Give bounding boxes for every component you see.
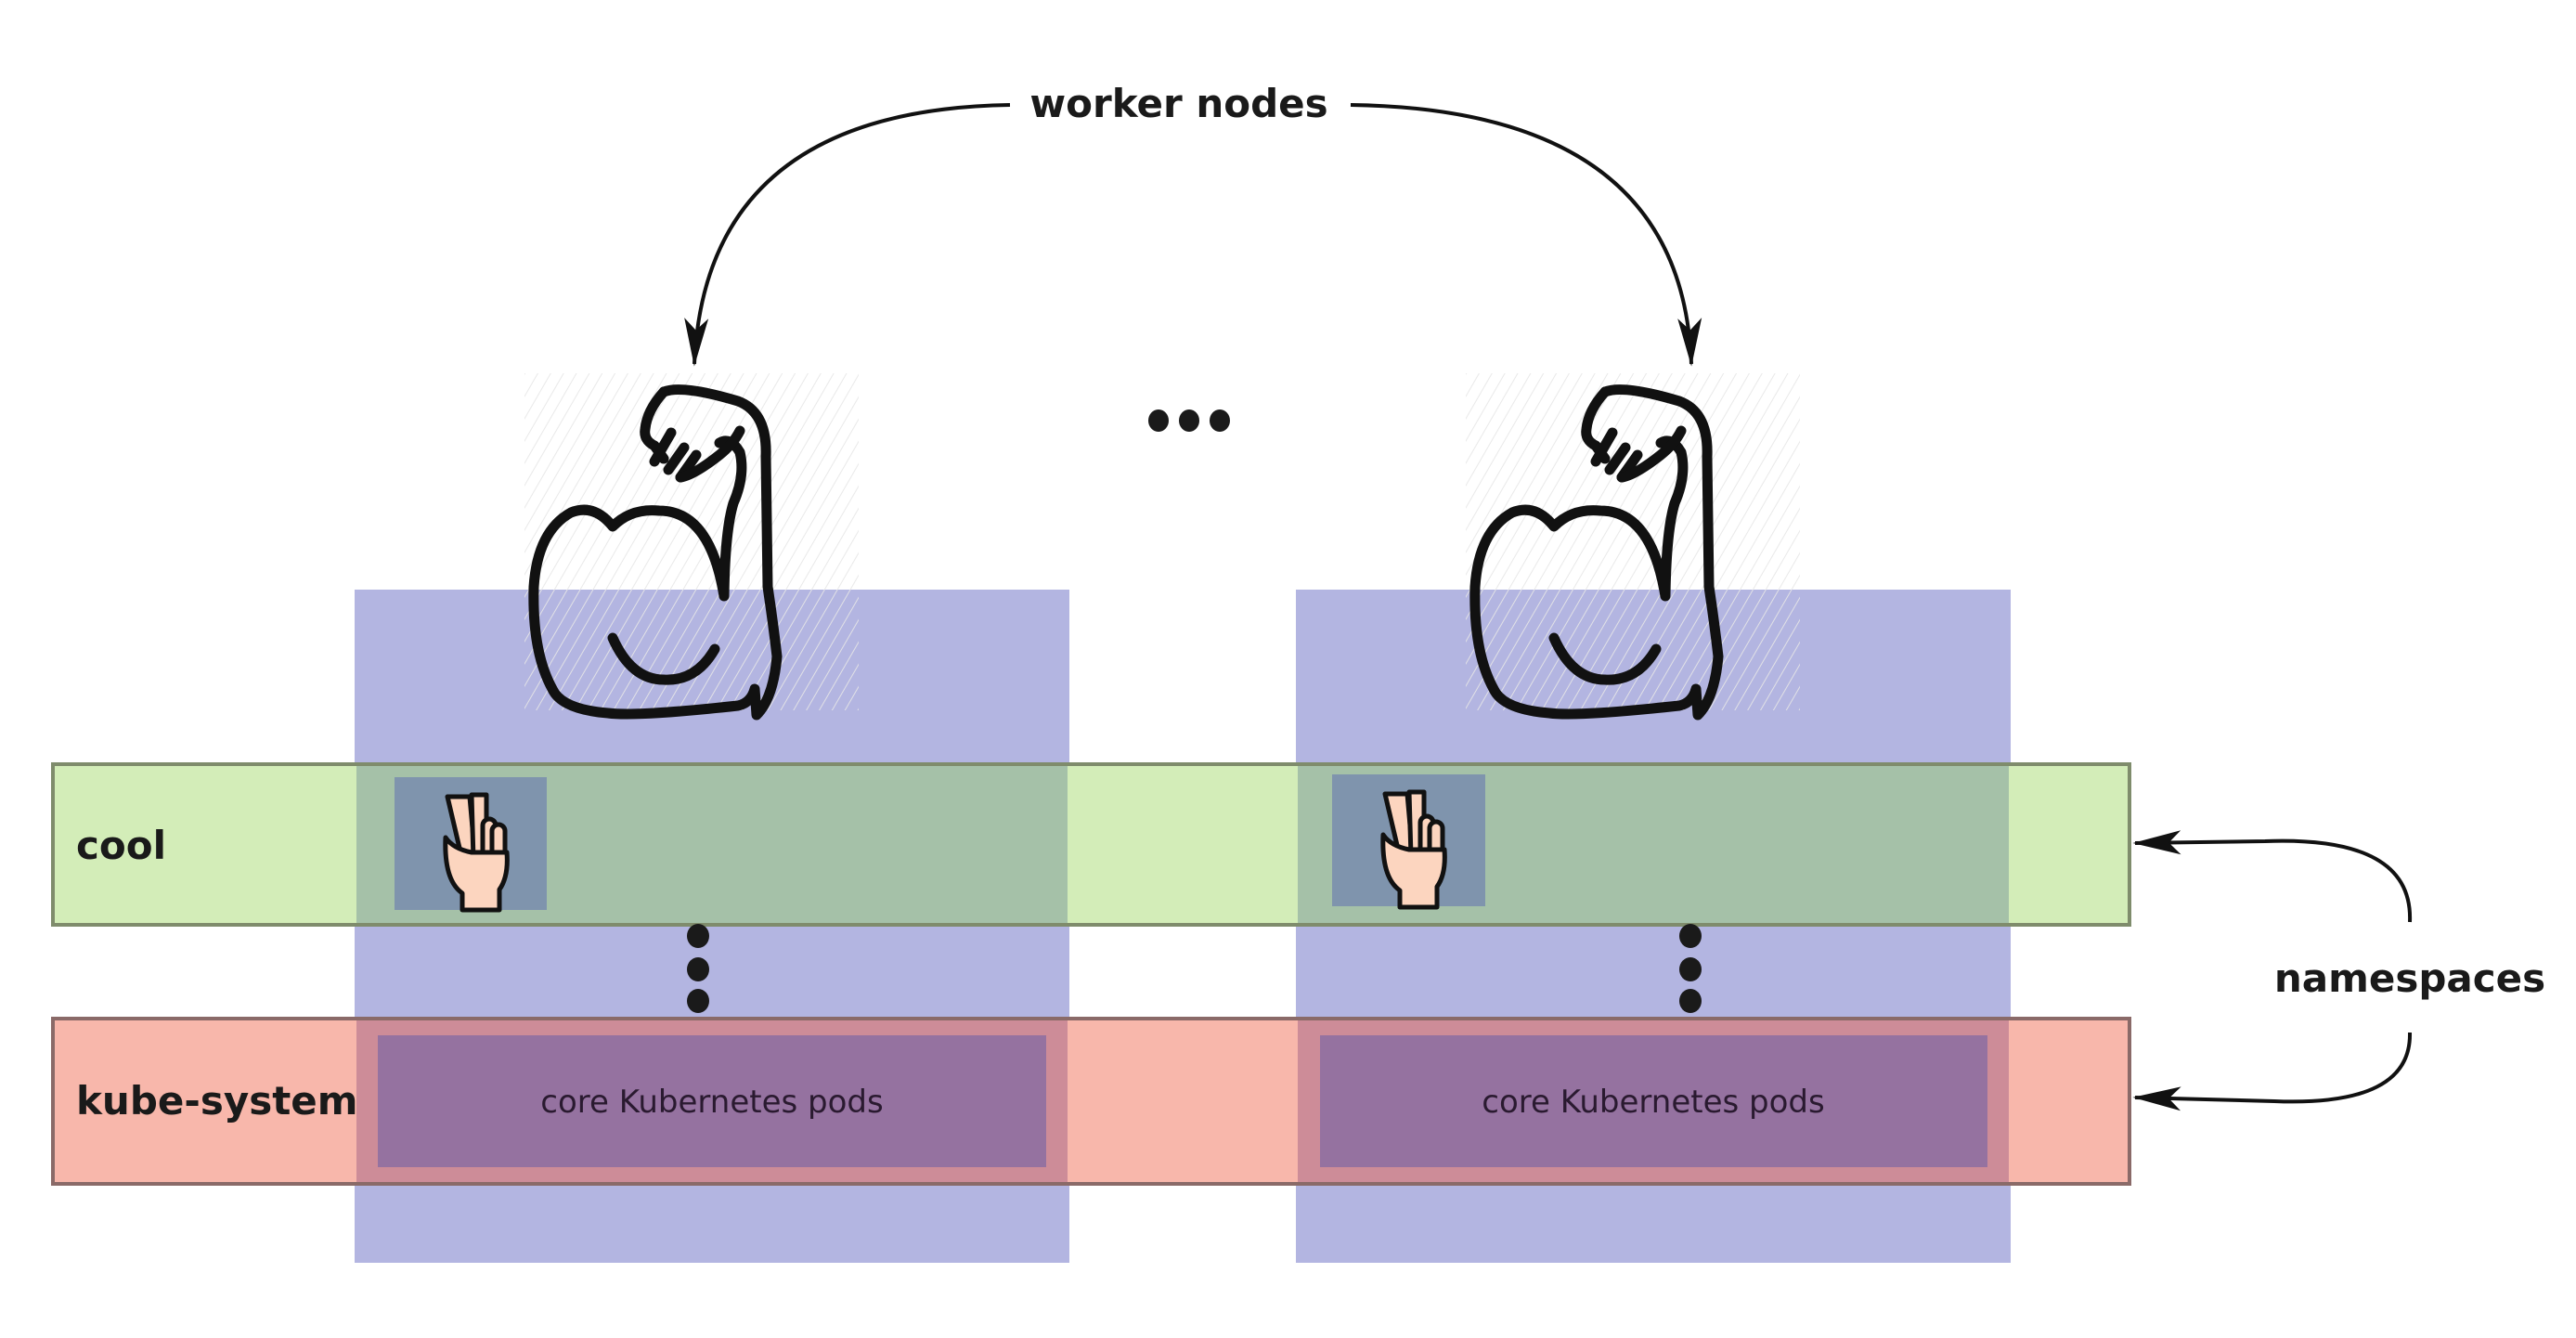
namespaces-label: namespaces — [2274, 955, 2545, 1001]
namespace-cool: cool — [51, 762, 2131, 927]
namespaces-arrow-kube-system — [2132, 1032, 2413, 1111]
namespace-label-kube-system: kube-system — [76, 1078, 358, 1124]
cool-pod-node-2 — [1332, 774, 1485, 910]
core-pods-node-2: core Kubernetes pods — [1320, 1035, 1987, 1167]
namespaces-arrow-cool — [2132, 830, 2413, 923]
core-pods-label: core Kubernetes pods — [1482, 1084, 1824, 1121]
core-pods-label: core Kubernetes pods — [540, 1084, 883, 1121]
flexed-biceps-icon — [524, 373, 859, 721]
horizontal-ellipsis — [1148, 409, 1230, 432]
worker-nodes-arrow-right — [1350, 103, 1702, 367]
flexed-biceps-icon — [1466, 373, 1800, 721]
worker-nodes-label: worker nodes — [1029, 81, 1327, 126]
namespace-label-cool: cool — [76, 823, 166, 868]
vertical-ellipsis-node-1 — [687, 924, 709, 1013]
worker-nodes-arrow-left — [684, 103, 1011, 367]
core-pods-node-1: core Kubernetes pods — [378, 1035, 1046, 1167]
vertical-ellipsis-node-2 — [1679, 924, 1702, 1013]
cool-pod-node-1 — [395, 777, 547, 913]
victory-hand-icon — [443, 792, 510, 913]
victory-hand-icon — [1380, 789, 1447, 910]
